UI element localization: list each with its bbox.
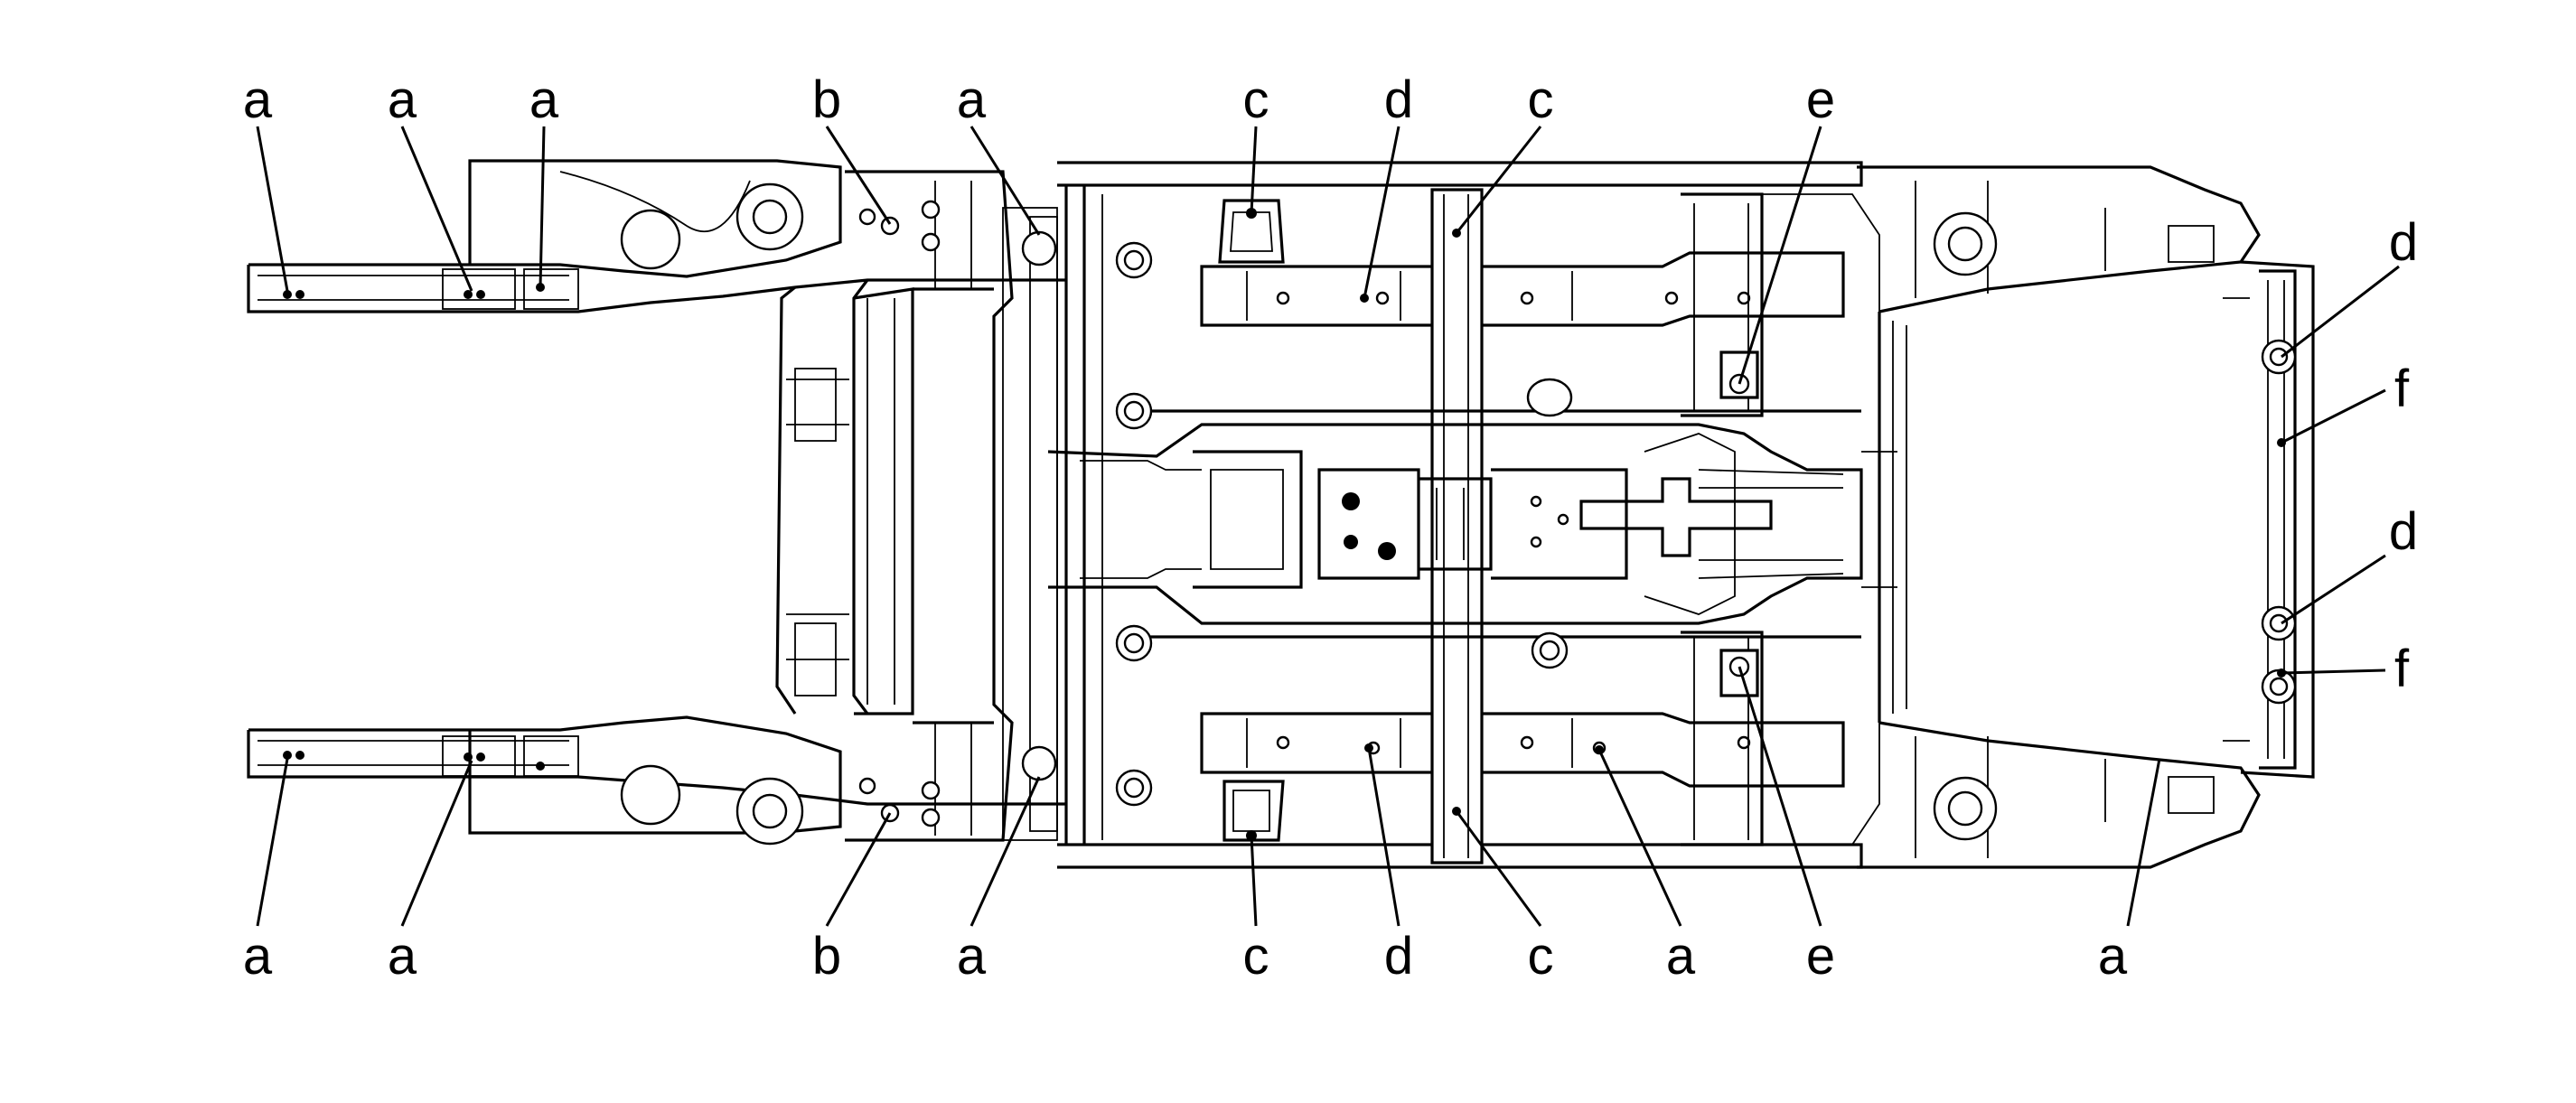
callout-labels: a a a b a c d c e d f d f a a b a c d c …: [243, 70, 2418, 986]
center-tunnel: [1047, 409, 1863, 639]
callout-b-bot: b: [812, 927, 841, 986]
lower-inner-rail: [1200, 712, 1845, 788]
front-frame: [1857, 165, 2261, 869]
callout-e-bot: e: [1806, 927, 1835, 986]
callout-d-right-1: d: [2389, 213, 2418, 272]
callout-a-top-1: a: [243, 70, 273, 129]
front-mid-crossmembers: [1681, 192, 1880, 846]
callout-a-top-2: a: [388, 70, 417, 129]
callout-e-top: e: [1806, 70, 1835, 129]
callout-a-top-4: a: [957, 70, 987, 129]
callout-c-top-1: c: [1243, 70, 1269, 129]
callout-c-top-2: c: [1528, 70, 1554, 129]
callout-a-bot-1: a: [243, 927, 273, 986]
callout-f-right-1: f: [2394, 360, 2410, 418]
callout-d-bot: d: [1384, 927, 1413, 986]
upper-inner-rail: [1200, 251, 1845, 327]
callout-a-bot-2: a: [388, 927, 417, 986]
leader-lines: [256, 126, 2400, 927]
callout-d-top: d: [1384, 70, 1413, 129]
callout-f-right-2: f: [2394, 640, 2410, 698]
frame-holes: [1115, 241, 1604, 807]
callout-c-bot-2: c: [1528, 927, 1554, 986]
body-mount-pads: [1218, 188, 1484, 865]
callout-a-bot-4: a: [1666, 927, 1696, 986]
rear-kickup: [775, 279, 914, 715]
callout-d-right-2: d: [2389, 502, 2418, 561]
rear-crossmember: [845, 170, 1058, 842]
callout-c-bot-1: c: [1243, 927, 1269, 986]
frame-drawing: [247, 159, 2315, 869]
callout-b-top: b: [812, 70, 841, 129]
callout-a-top-3: a: [529, 70, 559, 129]
callout-a-bot-5: a: [2098, 927, 2128, 986]
front-crossmember: [2168, 225, 2315, 814]
callout-a-bot-3: a: [957, 927, 987, 986]
rear-rail-bottom: [247, 715, 1066, 846]
rear-rail-top: [247, 159, 1066, 313]
